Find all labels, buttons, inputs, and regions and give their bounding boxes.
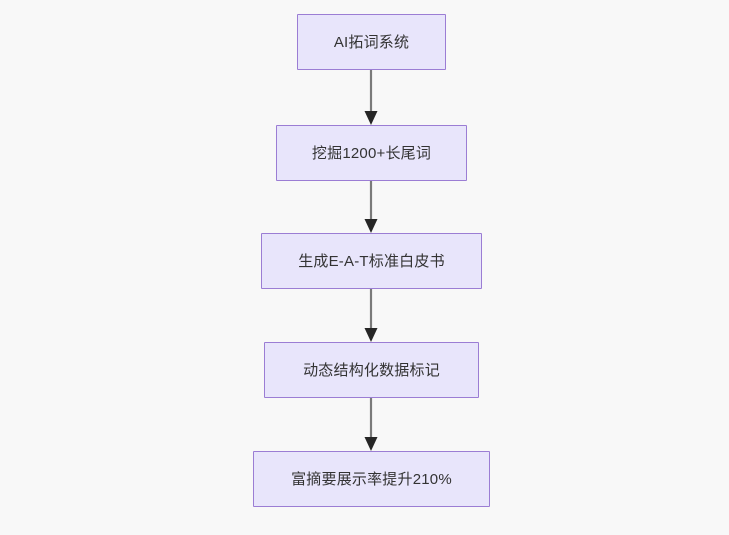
flow-node-label: 富摘要展示率提升210% [291, 470, 452, 488]
flow-node-label: 动态结构化数据标记 [303, 361, 440, 379]
flow-node-generate-eat-whitepaper[interactable]: 生成E-A-T标准白皮书 [261, 233, 482, 289]
flow-edge-n2-n3 [358, 181, 384, 233]
flow-node-ai-keyword-system[interactable]: AI拓词系统 [297, 14, 446, 70]
arrowhead-icon [364, 328, 378, 342]
flow-node-label: 挖掘1200+长尾词 [311, 144, 432, 162]
arrowhead-icon [364, 219, 378, 233]
arrowhead-icon [364, 437, 378, 451]
flow-node-label: AI拓词系统 [333, 33, 410, 51]
flow-node-dynamic-structured-data-markup[interactable]: 动态结构化数据标记 [264, 342, 479, 398]
flow-node-label: 生成E-A-T标准白皮书 [298, 252, 445, 270]
flow-node-mine-longtail-keywords[interactable]: 挖掘1200+长尾词 [276, 125, 467, 181]
flow-edge-n4-n5 [358, 398, 384, 451]
flow-edge-n3-n4 [358, 289, 384, 342]
flow-node-rich-snippet-rate-increase[interactable]: 富摘要展示率提升210% [253, 451, 490, 507]
flow-edge-n1-n2 [358, 70, 384, 125]
arrowhead-icon [364, 111, 378, 125]
